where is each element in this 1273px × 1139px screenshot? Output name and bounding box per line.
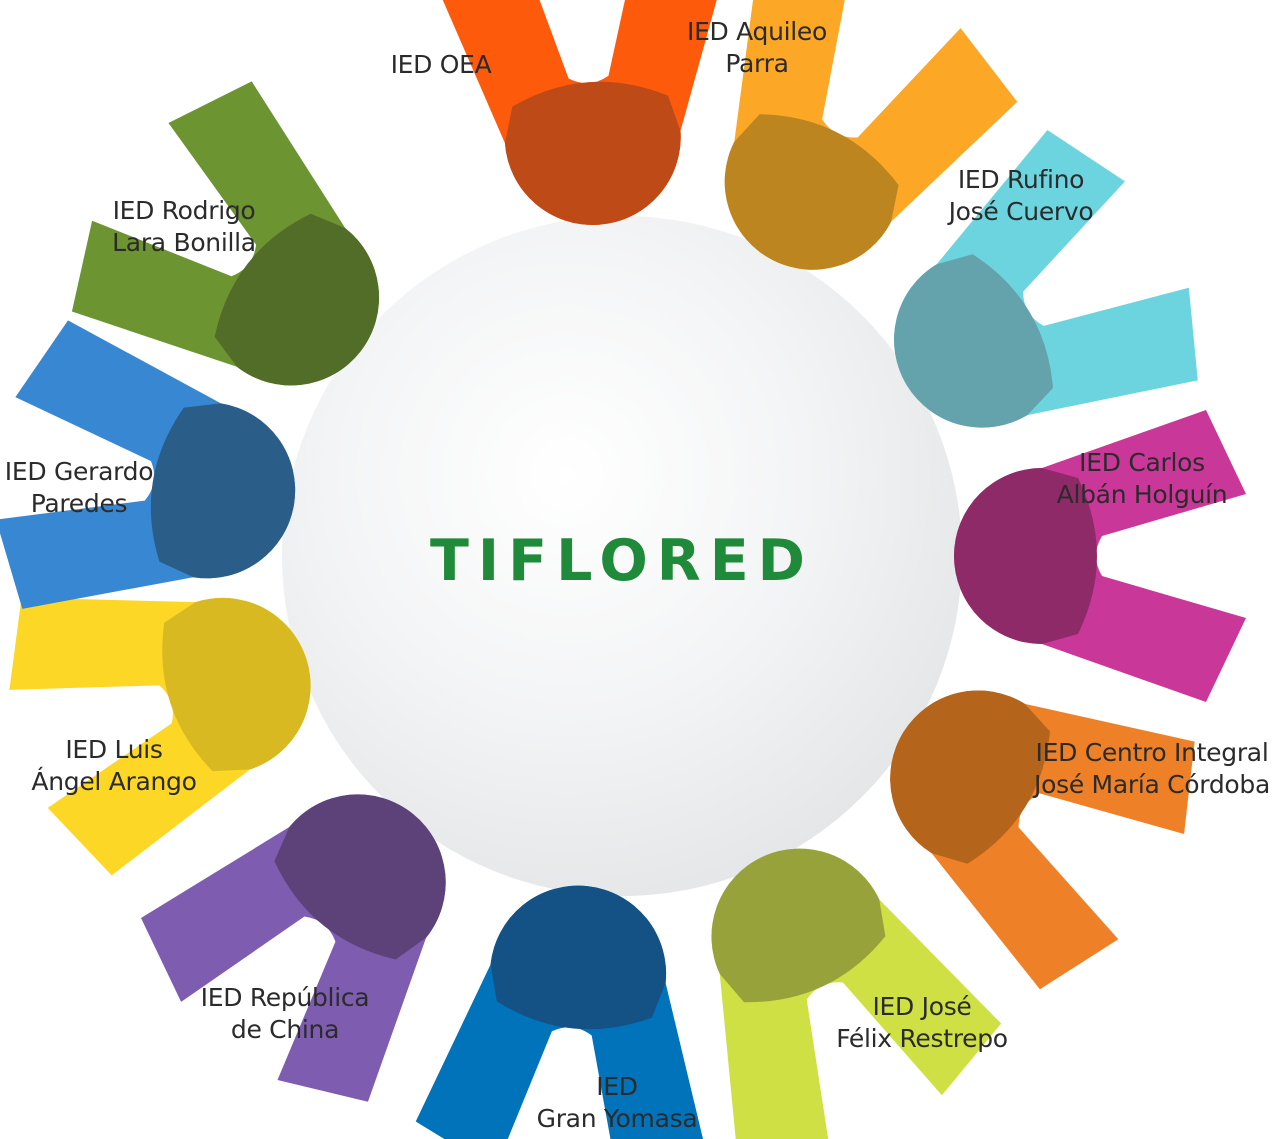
petal-jose-felix-restrepo [711, 848, 1002, 1139]
center-title: TIFLORED [430, 528, 814, 594]
petal-rodrigo-lara-bonilla [71, 81, 379, 386]
petal-carlos-alban-holguin [954, 410, 1246, 702]
petal-oea [435, 0, 727, 225]
petal-luis-angel-arango [9, 597, 311, 876]
petal-gran-yomasa [415, 885, 707, 1139]
petal-gerardo-paredes [0, 320, 296, 609]
petal-cap-carlos-alban-holguin [954, 468, 1097, 644]
petal-rufino-jose-cuervo [894, 130, 1198, 428]
petal-cap-gerardo-paredes [150, 403, 296, 579]
petal-republica-de-china [141, 794, 446, 1102]
petal-cap-luis-angel-arango [162, 597, 311, 772]
petal-cap-centro-integral [890, 690, 1051, 864]
center-disc [282, 216, 962, 896]
petal-cap-rodrigo-lara-bonilla [214, 213, 379, 386]
petal-cap-aquileo-parra [724, 114, 899, 270]
petal-aquileo-parra [724, 0, 1018, 270]
petal-cap-jose-felix-restrepo [711, 848, 886, 1003]
petal-centro-integral [890, 690, 1195, 990]
petal-cap-gran-yomasa [490, 885, 667, 1030]
petal-cap-republica-de-china [274, 794, 446, 960]
item-label-ied-oea: IED OEA [390, 50, 492, 79]
petal-cap-rufino-jose-cuervo [894, 254, 1054, 428]
petal-cap-oea [504, 81, 681, 225]
